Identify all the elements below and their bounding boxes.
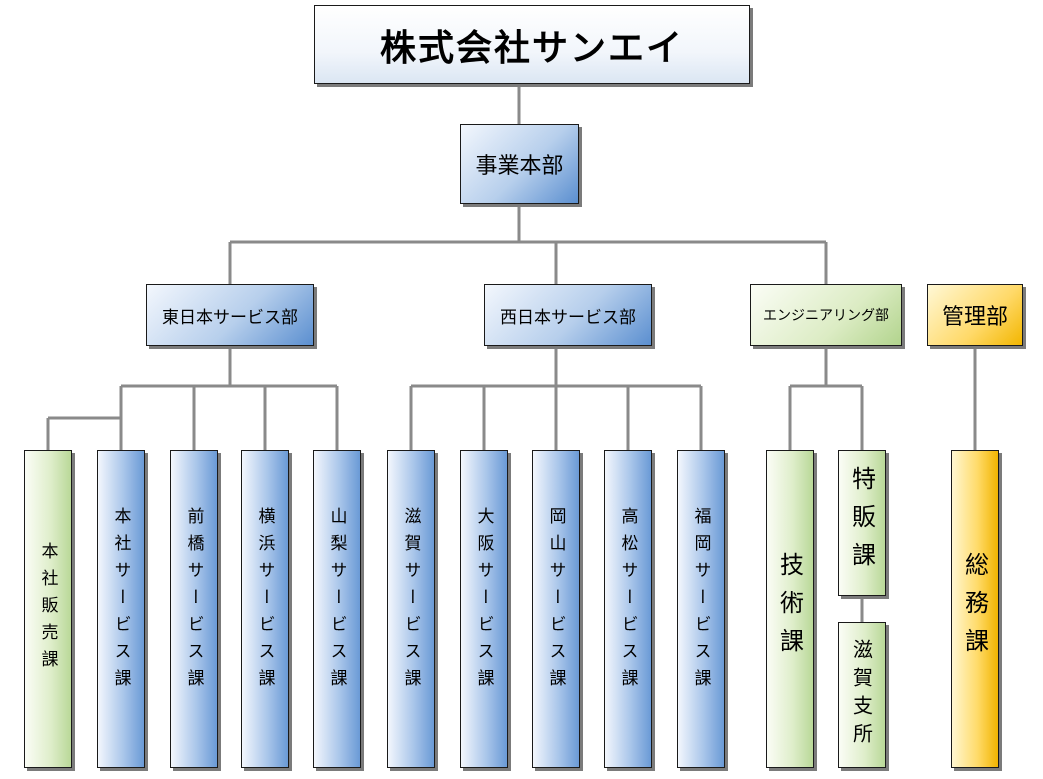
section-special-sales-box: 特販課 bbox=[838, 450, 886, 596]
section-tech-label: 技術課 bbox=[775, 552, 804, 666]
branch-shiga-box: 滋賀支所 bbox=[838, 622, 886, 768]
section-label: 前橋サービス課 bbox=[183, 507, 204, 696]
section-general-affairs-box: 総務課 bbox=[951, 450, 999, 768]
dept-admin-label: 管理部 bbox=[941, 305, 1008, 330]
dept-east-box: 東日本サービス部 bbox=[146, 284, 314, 346]
section-label: 滋賀サービス課 bbox=[400, 507, 421, 696]
section-box: 本社サービス課 bbox=[97, 450, 145, 768]
section-box: 大阪サービス課 bbox=[460, 450, 508, 768]
section-label: 高松サービス課 bbox=[617, 507, 638, 696]
section-special-sales-label: 特販課 bbox=[847, 466, 876, 580]
dept-admin-box: 管理部 bbox=[927, 284, 1023, 346]
dept-west-label: 西日本サービス部 bbox=[500, 307, 636, 328]
branch-shiga-label: 滋賀支所 bbox=[849, 639, 874, 751]
dept-west-box: 西日本サービス部 bbox=[484, 284, 652, 346]
section-label: 本社販売課 bbox=[37, 541, 58, 677]
section-tech-box: 技術課 bbox=[766, 450, 814, 768]
section-label: 福岡サービス課 bbox=[690, 507, 711, 696]
dept-engineering-box: エンジニアリング部 bbox=[750, 284, 902, 346]
division-name: 事業本部 bbox=[475, 154, 564, 179]
section-label: 山梨サービス課 bbox=[326, 507, 347, 696]
section-label: 大阪サービス課 bbox=[473, 507, 494, 696]
company-box: 株式会社サンエイ bbox=[314, 5, 750, 84]
section-label: 横浜サービス課 bbox=[254, 507, 275, 696]
section-box: 前橋サービス課 bbox=[170, 450, 218, 768]
section-box: 高松サービス課 bbox=[604, 450, 652, 768]
company-name: 株式会社サンエイ bbox=[379, 27, 684, 69]
section-box: 横浜サービス課 bbox=[241, 450, 289, 768]
section-label: 岡山サービス課 bbox=[545, 507, 566, 696]
section-general-affairs-label: 総務課 bbox=[960, 552, 989, 666]
section-box: 山梨サービス課 bbox=[313, 450, 361, 768]
section-label: 本社サービス課 bbox=[110, 507, 131, 696]
dept-east-label: 東日本サービス部 bbox=[162, 307, 298, 328]
section-box: 岡山サービス課 bbox=[532, 450, 580, 768]
division-box: 事業本部 bbox=[460, 124, 579, 204]
dept-engineering-label: エンジニアリング部 bbox=[763, 308, 889, 324]
section-box: 本社販売課 bbox=[24, 450, 72, 768]
section-box: 福岡サービス課 bbox=[677, 450, 725, 768]
section-box: 滋賀サービス課 bbox=[387, 450, 435, 768]
